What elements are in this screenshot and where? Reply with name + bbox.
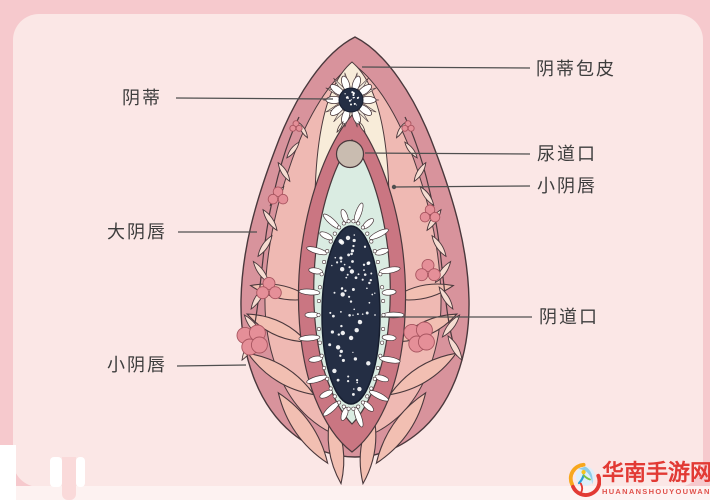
decor-petal-ring	[298, 202, 405, 428]
label-clitoral-hood: 阴蒂包皮	[536, 59, 616, 79]
bottom-strip	[0, 486, 710, 500]
site-name: 华南手游网	[602, 460, 710, 485]
urethral-opening-shape	[335, 139, 365, 169]
label-labia-minora-right: 小阴唇	[537, 176, 597, 196]
bottom-left-corner	[0, 445, 16, 500]
label-urethral-opening: 尿道口	[537, 144, 597, 164]
lead-clitoral-hood	[361, 66, 531, 69]
decor-stars	[328, 234, 376, 396]
decor-notch	[76, 457, 85, 487]
decor-tab	[62, 457, 76, 500]
lead-dot	[391, 184, 397, 190]
vaginal-opening-shape	[321, 225, 381, 405]
lead-urethral-opening	[364, 152, 531, 155]
label-clitoris: 阴蒂	[122, 88, 162, 108]
label-labia-majora: 大阴唇	[107, 222, 167, 242]
label-vaginal-opening: 阴道口	[539, 307, 599, 327]
site-logo-icon	[568, 462, 601, 497]
decor-notch	[50, 457, 62, 487]
decor-bead-chain	[316, 219, 386, 411]
lead-labia-minora-left	[176, 364, 247, 367]
clitoris-flower	[322, 72, 380, 134]
label-labia-minora-left: 小阴唇	[107, 355, 167, 375]
lead-clitoris	[175, 97, 334, 100]
decor-branches	[236, 116, 463, 362]
leader-lines	[175, 66, 532, 367]
site-watermark: 华南手游网 HUANANSHOUYOUWANG	[566, 458, 710, 500]
lead-labia-minora-right	[393, 185, 531, 188]
site-name-latin: HUANANSHOUYOUWANG	[602, 487, 710, 496]
